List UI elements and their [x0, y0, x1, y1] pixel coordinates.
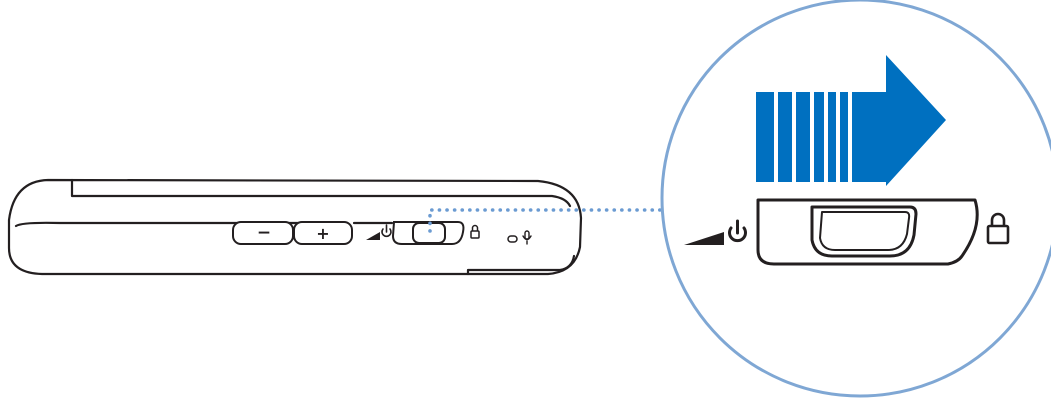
large-slide-switch-knob	[810, 205, 918, 258]
volume-up-button[interactable]	[293, 221, 353, 245]
power-icon	[381, 224, 392, 238]
magnifier-ring	[660, 0, 1051, 398]
large-padlock-icon	[986, 212, 1010, 245]
volume-rocker[interactable]	[232, 221, 353, 245]
large-slide-switch	[756, 198, 979, 266]
leader-line	[428, 208, 662, 233]
device-body	[7, 178, 583, 276]
slide-switch-knob[interactable]	[412, 222, 446, 244]
large-power-icon	[728, 219, 747, 243]
volume-wedge-icon	[366, 232, 380, 240]
slide-switch[interactable]	[391, 221, 465, 245]
volume-up-label: +	[316, 224, 329, 243]
slide-direction-arrow-icon	[756, 55, 946, 186]
padlock-icon	[470, 224, 480, 239]
large-volume-wedge-icon	[684, 232, 724, 245]
volume-down-label: −	[257, 223, 271, 243]
indicator-led	[507, 235, 518, 243]
microphone-icon	[522, 230, 532, 245]
